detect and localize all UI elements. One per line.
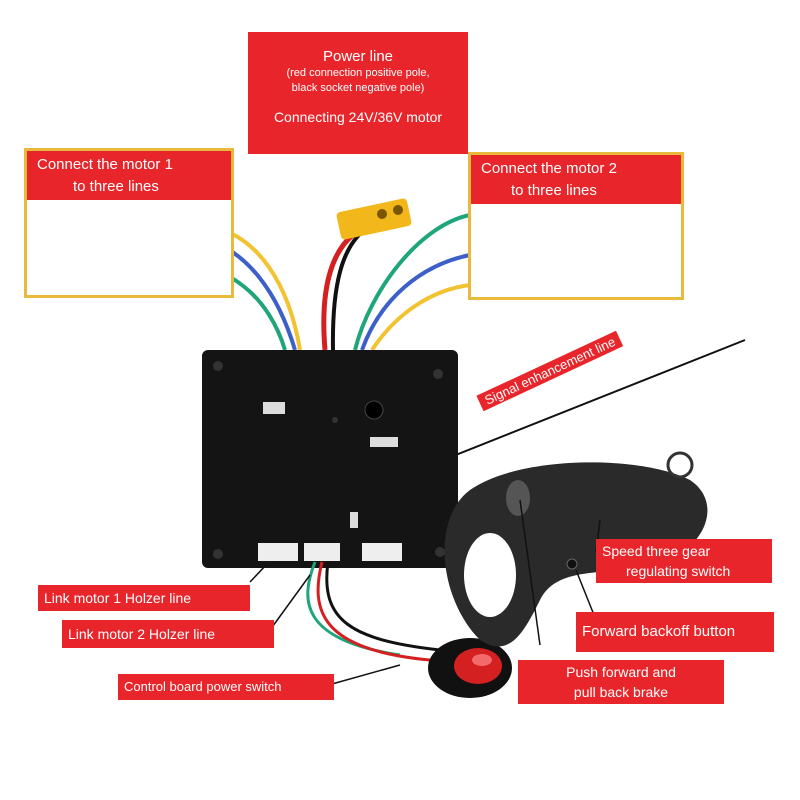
forward-backoff-label: Forward backoff button [576, 612, 774, 652]
motor2-header: Connect the motor 2 to three lines [471, 155, 681, 204]
speed-line1: Speed three gear [602, 543, 711, 559]
motor2-box: Connect the motor 2 to three lines [468, 152, 684, 300]
motor1-line1: Connect the motor 1 [37, 156, 173, 173]
holzer2-label: Link motor 2 Holzer line [62, 620, 274, 648]
switch-wires [306, 561, 441, 662]
power-line-label: Power line (red connection positive pole… [248, 32, 468, 154]
power-switch [428, 638, 512, 698]
xt-connector [336, 198, 412, 240]
motor1-header: Connect the motor 1 to three lines [27, 151, 231, 200]
power-line-note-1: (red connection positive pole, [286, 67, 430, 79]
power-line-title: Power line [322, 48, 394, 65]
power-cable [321, 222, 371, 351]
push-line1: Push forward and [566, 664, 676, 680]
speed-gear-label: Speed three gear regulating switch [596, 539, 772, 583]
power-line-note-2: black socket negative pole) [291, 82, 425, 94]
holzer1-label: Link motor 1 Holzer line [38, 585, 250, 611]
remote-control [444, 451, 708, 647]
motor2-line2: to three lines [511, 182, 597, 199]
push-forward-label: Push forward and pull back brake [518, 660, 724, 704]
push-line2: pull back brake [573, 684, 669, 700]
speed-line2: regulating switch [626, 563, 731, 579]
motor1-box: Connect the motor 1 to three lines [24, 148, 234, 298]
motor2-line1: Connect the motor 2 [481, 160, 617, 177]
control-board [202, 350, 458, 568]
motor1-line2: to three lines [73, 178, 159, 195]
power-switch-label: Control board power switch [118, 674, 334, 700]
power-line-motor: Connecting 24V/36V motor [273, 109, 443, 125]
motor2-wires [353, 213, 471, 352]
